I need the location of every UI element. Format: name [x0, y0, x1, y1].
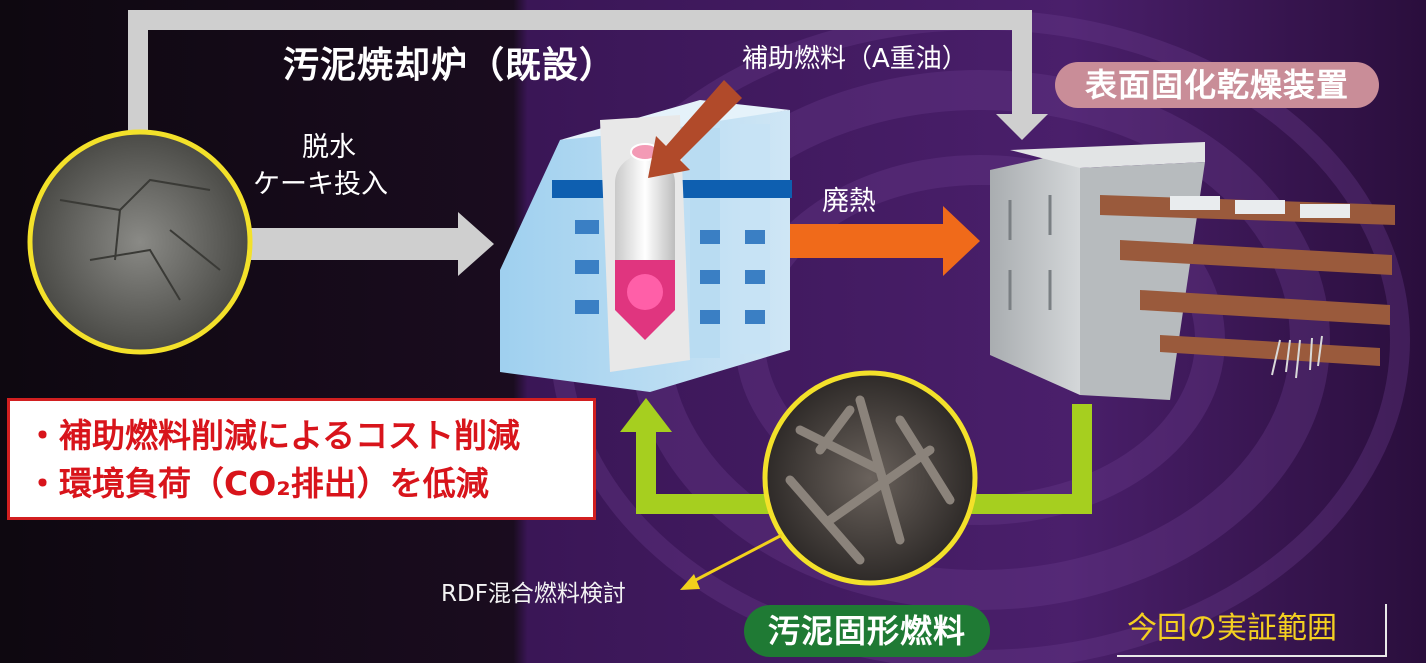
- demonstration-scope-label: 今回の実証範囲: [1127, 611, 1337, 646]
- benefit-cost-reduction: ・補助燃料削減によるコスト削減: [26, 416, 521, 455]
- sludge-cake-photo: [27, 129, 253, 355]
- rdf-arrowhead: [680, 574, 700, 590]
- cake-input-arrowhead: [458, 212, 494, 276]
- incinerator-illustration: [500, 100, 792, 392]
- scope-underline: [1117, 655, 1385, 657]
- benefit-environmental-load: ・環境負荷（CO₂排出）を低減: [26, 464, 489, 503]
- scope-bracket: [1385, 604, 1387, 657]
- dryer-device-label: 表面固化乾燥装置: [1055, 62, 1379, 108]
- dewatered-cake-label-line2: ケーキ投入: [253, 169, 388, 200]
- sludge-solid-fuel-label: 汚泥固形燃料: [744, 605, 990, 657]
- cake-input-arrow-shaft: [248, 228, 460, 260]
- aux-fuel-arrow: [648, 80, 742, 178]
- waste-heat-arrowhead: [943, 206, 980, 276]
- incinerator-title: 汚泥焼却炉（既設）: [283, 45, 617, 86]
- fuel-return-arrowhead: [620, 398, 672, 432]
- rdf-arrow-line: [689, 533, 783, 585]
- auxiliary-fuel-label: 補助燃料（A重油）: [742, 44, 968, 74]
- waste-heat-label: 廃熱: [822, 186, 876, 217]
- dryer-device-illustration: [990, 142, 1395, 400]
- dryer-input-arrowhead: [996, 114, 1048, 140]
- dewatered-cake-label-line1: 脱水: [302, 132, 356, 163]
- solid-fuel-photo: [762, 370, 978, 586]
- waste-heat-arrow-shaft: [785, 224, 945, 258]
- rdf-mixed-fuel-label: RDF混合燃料検討: [441, 581, 626, 607]
- cake-to-dryer-route: [128, 10, 1032, 140]
- benefits-box: ・補助燃料削減によるコスト削減 ・環境負荷（CO₂排出）を低減: [7, 398, 596, 520]
